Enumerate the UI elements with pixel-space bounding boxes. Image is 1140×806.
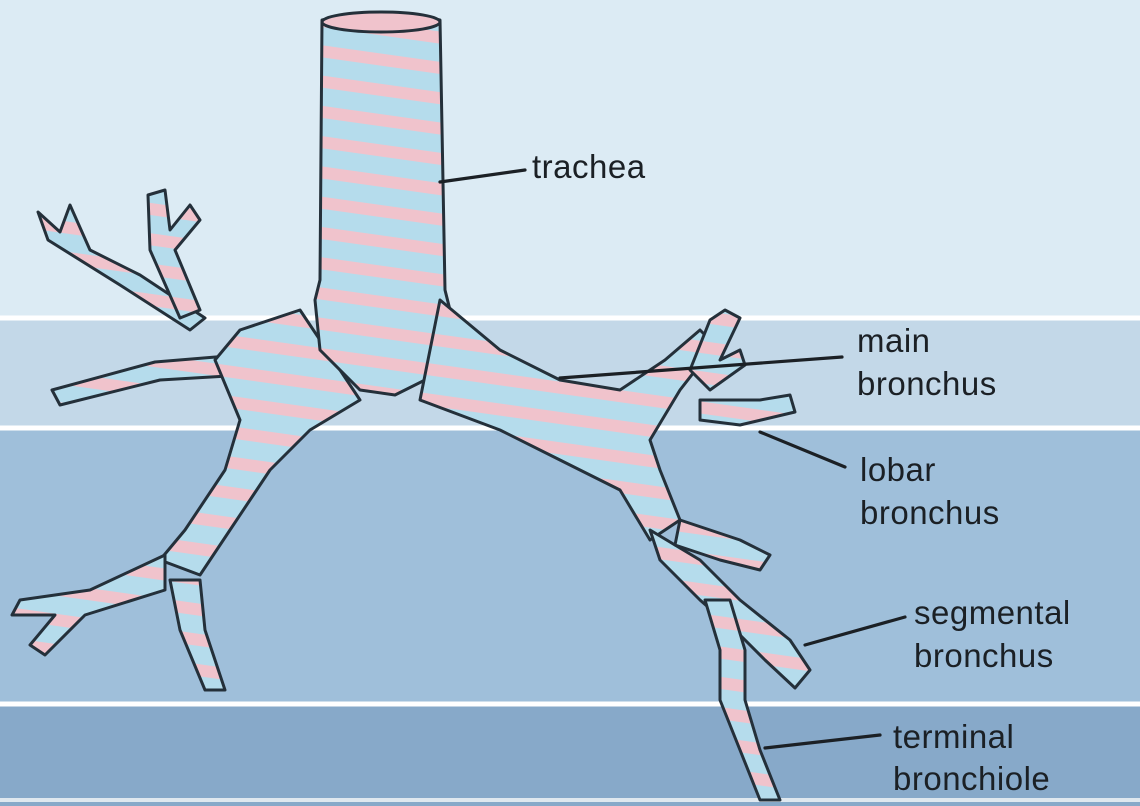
segmental-bronchus-label-line-2: bronchus — [914, 637, 1054, 674]
terminal-bronchiole-label-line-2: bronchiole — [893, 760, 1050, 797]
main-bronchus-label-line-2: bronchus — [857, 365, 997, 402]
main-bronchus-label-line-1: main — [857, 322, 931, 359]
segmental-bronchus-label-line-1: segmental — [914, 594, 1071, 631]
lobar-bronchus-label-line-1: lobar — [860, 451, 936, 488]
trachea-label: trachea — [532, 148, 646, 185]
trachea-opening — [322, 12, 440, 32]
lobar-bronchus-label-line-2: bronchus — [860, 494, 1000, 531]
terminal-bronchiole-label-line-1: terminal — [893, 718, 1014, 755]
